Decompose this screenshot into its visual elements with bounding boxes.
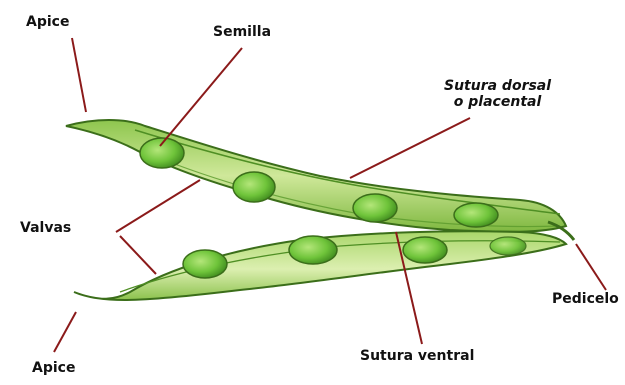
leader-semilla	[160, 48, 242, 146]
label-semilla: Semilla	[213, 24, 271, 40]
seed	[233, 172, 275, 202]
label-sutura-dorsal-line1: Sutura dorsal	[444, 78, 551, 94]
seed	[403, 237, 447, 263]
label-sutura-dorsal: Sutura dorsal o placental	[444, 78, 551, 110]
label-pedicelo: Pedicelo	[552, 291, 619, 307]
leader-valvas-1	[116, 180, 200, 232]
upper-pod	[66, 120, 566, 232]
seed	[183, 250, 227, 278]
leader-apice-bottom	[54, 312, 76, 352]
leader-valvas-2	[120, 236, 156, 274]
leader-pedicelo	[576, 244, 606, 290]
leader-apice-top	[72, 38, 86, 112]
label-sutura-dorsal-line2: o placental	[444, 94, 551, 110]
label-valvas: Valvas	[20, 220, 71, 236]
seed	[454, 203, 498, 227]
label-sutura-ventral: Sutura ventral	[360, 348, 474, 364]
label-apice-bottom: Apice	[32, 360, 75, 376]
label-apice-top: Apice	[26, 14, 69, 30]
leader-sutura-dorsal	[350, 118, 470, 178]
seed	[490, 237, 526, 255]
seed	[289, 236, 337, 264]
seed	[353, 194, 397, 222]
